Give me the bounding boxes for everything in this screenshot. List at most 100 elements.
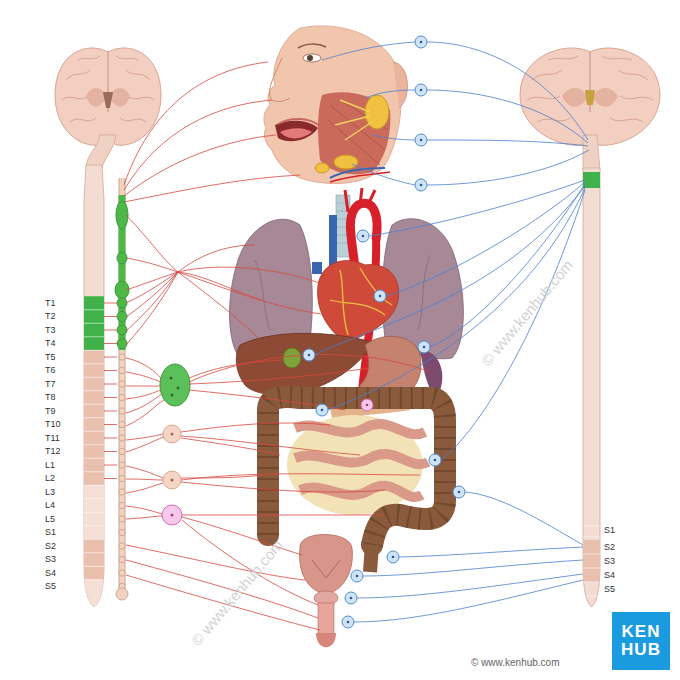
parasympathetic-ganglion bbox=[316, 404, 328, 416]
spinal-level: L5 bbox=[45, 514, 55, 525]
spinal-level: T9 bbox=[45, 406, 56, 417]
parasympathetic-ganglion bbox=[387, 551, 399, 563]
spinal-level: S3 bbox=[604, 556, 615, 567]
segment-divider bbox=[583, 526, 600, 527]
ganglion-dot bbox=[347, 621, 350, 624]
ramus-line bbox=[104, 384, 117, 385]
chain-ganglion bbox=[119, 408, 125, 414]
spinal-level: S3 bbox=[45, 554, 56, 565]
segment-divider bbox=[583, 596, 600, 597]
segment-divider bbox=[84, 525, 104, 526]
ganglion-dot bbox=[420, 139, 423, 142]
spinal-level: S2 bbox=[604, 542, 615, 553]
parasympathetic-ganglion bbox=[415, 84, 427, 96]
chain-ganglion bbox=[119, 354, 125, 360]
parasympathetic-ganglion bbox=[453, 486, 465, 498]
spinal-level: T12 bbox=[45, 446, 61, 457]
parasympathetic-ganglion bbox=[415, 179, 427, 191]
spinal-level: L4 bbox=[45, 500, 55, 511]
ganglion-markers bbox=[303, 36, 465, 628]
sympathetic-fibres bbox=[104, 62, 430, 630]
chain-ganglion bbox=[119, 543, 125, 549]
segment-divider bbox=[84, 552, 104, 553]
ramus-line bbox=[104, 303, 117, 304]
parasympathetic-ganglion bbox=[351, 570, 363, 582]
head bbox=[264, 26, 408, 184]
spinal-level: S1 bbox=[45, 527, 56, 538]
chain-ganglion bbox=[117, 298, 127, 308]
segment-divider bbox=[84, 458, 104, 459]
spinal-level: T6 bbox=[45, 365, 56, 376]
parasympathetic-ganglion bbox=[415, 134, 427, 146]
segment-divider bbox=[84, 363, 104, 364]
chain-ganglion bbox=[119, 556, 125, 562]
spinal-level: S5 bbox=[604, 584, 615, 595]
ramus-line bbox=[104, 438, 117, 439]
segment-divider bbox=[84, 350, 104, 351]
spinal-level: S2 bbox=[45, 541, 56, 552]
chain-ganglion bbox=[117, 325, 127, 335]
prevertebral-ganglia bbox=[160, 364, 190, 525]
segment-divider bbox=[84, 417, 104, 418]
ganglion-dot bbox=[423, 346, 426, 349]
brain-left bbox=[55, 48, 161, 168]
ganglion-dot bbox=[392, 556, 395, 559]
ganglion-dot bbox=[420, 184, 423, 187]
segment-divider bbox=[583, 554, 600, 555]
spinal-level: T11 bbox=[45, 433, 60, 444]
spinal-level: L3 bbox=[45, 487, 55, 498]
spinal-level: T8 bbox=[45, 392, 56, 403]
spinal-level: T5 bbox=[45, 352, 56, 363]
ganglion-dot bbox=[356, 575, 359, 578]
segment-divider bbox=[84, 498, 104, 499]
logo-box: KEN HUB bbox=[612, 612, 670, 670]
chain-ganglion bbox=[119, 448, 125, 454]
chain-ganglion bbox=[119, 381, 125, 387]
segment-divider bbox=[84, 431, 104, 432]
segment-divider bbox=[583, 537, 600, 538]
spinal-level: T7 bbox=[45, 379, 56, 390]
ramus-line bbox=[104, 357, 117, 358]
ramus-line bbox=[104, 316, 117, 317]
spinal-level: L2 bbox=[45, 473, 55, 484]
segment-divider bbox=[84, 309, 104, 310]
spinal-level: T3 bbox=[45, 325, 56, 336]
chain-ganglion bbox=[117, 312, 127, 322]
ganglion-dot bbox=[350, 597, 353, 600]
chain-ganglion bbox=[119, 462, 125, 468]
segment-divider bbox=[84, 579, 104, 580]
segment-divider bbox=[84, 323, 104, 324]
ramus-line bbox=[104, 330, 117, 331]
chain-ganglion bbox=[119, 529, 125, 535]
ramus-line bbox=[104, 411, 117, 412]
parasympathetic-ganglion bbox=[374, 290, 386, 302]
segment-divider bbox=[84, 512, 104, 513]
chain-ganglion bbox=[119, 516, 125, 522]
ganglion-dot bbox=[379, 295, 382, 298]
chain-ganglion bbox=[119, 435, 125, 441]
segment-divider bbox=[84, 404, 104, 405]
segment-divider bbox=[84, 390, 104, 391]
ganglion-dot bbox=[420, 89, 423, 92]
segment-divider bbox=[84, 471, 104, 472]
parasympathetic-ganglion bbox=[345, 592, 357, 604]
spinal-level: T1 bbox=[45, 298, 56, 309]
ramus-line bbox=[104, 465, 117, 466]
ramus-line bbox=[104, 397, 117, 398]
ganglion-dot bbox=[420, 41, 423, 44]
parasympathetic-ganglion bbox=[415, 36, 427, 48]
ganglion-dot bbox=[366, 404, 369, 407]
spinal-level: T10 bbox=[45, 419, 61, 430]
ganglion-dot bbox=[321, 409, 324, 412]
ramus-line bbox=[104, 343, 117, 344]
segment-divider bbox=[583, 582, 600, 583]
ramus-line bbox=[104, 478, 117, 479]
ganglion-dot bbox=[362, 235, 365, 238]
chain-ganglion bbox=[119, 421, 125, 427]
spinal-level: S4 bbox=[45, 568, 56, 579]
chain-ganglion bbox=[119, 570, 125, 576]
chain-ganglion bbox=[119, 394, 125, 400]
sympathetic-trunk bbox=[115, 178, 129, 600]
